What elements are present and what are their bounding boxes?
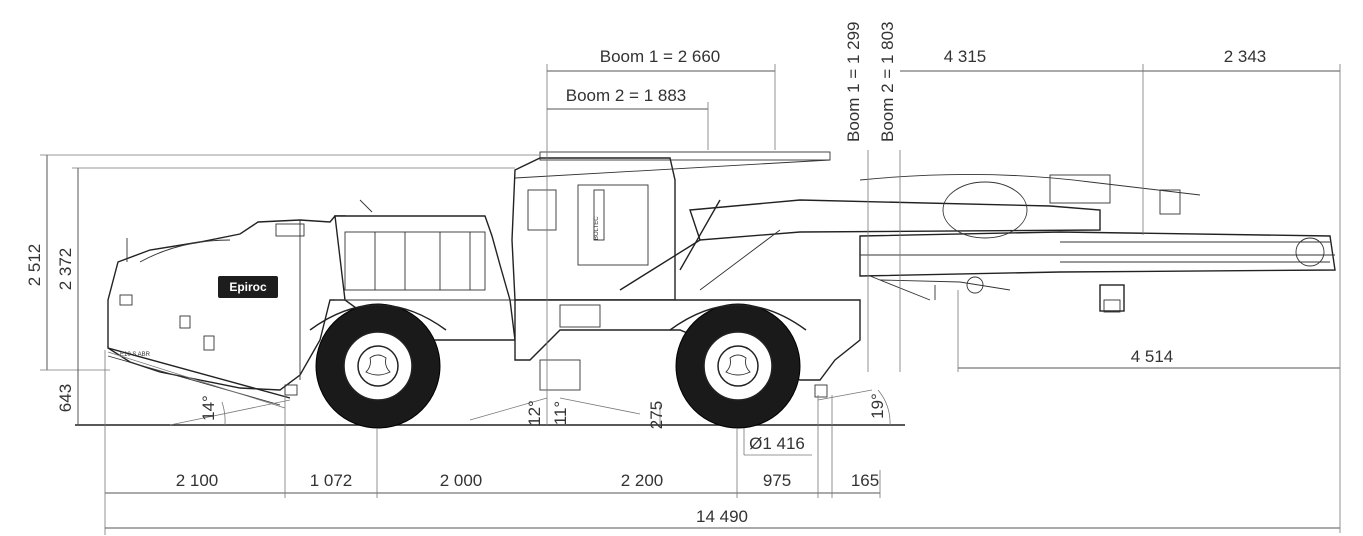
dim-boom2-length: Boom 2 = 1 883 [566, 86, 687, 105]
dim-seg-1072: 1 072 [310, 471, 353, 490]
dim-clearance-275: 275 [647, 401, 666, 429]
svg-text:Epiroc: Epiroc [229, 280, 267, 294]
rear-hood [107, 215, 346, 391]
dim-boom2-height: Boom 2 = 1 803 [878, 21, 897, 142]
dim-reach-4514: 4 514 [1131, 347, 1174, 366]
rear-chassis-line [107, 347, 291, 399]
dim-angle-11: 11° [551, 401, 570, 425]
dim-angle-12: 12° [525, 400, 544, 426]
dim-wheel-diameter: Ø1 416 [749, 434, 805, 453]
dim-boom1-length: Boom 1 = 2 660 [600, 47, 721, 66]
dimension-lines [40, 64, 1341, 535]
cabin-door [577, 184, 649, 266]
drill-rig: Epiroc E10 S ABR BOLTEC [75, 151, 1336, 429]
cabin-label: BOLTEC [594, 216, 600, 240]
dim-2343: 2 343 [1224, 47, 1267, 66]
roof-rail [539, 151, 831, 161]
dim-overall-length: 14 490 [696, 507, 748, 526]
dim-seg-2100: 2 100 [176, 471, 219, 490]
front-fender [669, 304, 807, 331]
dimension-labels: Boom 1 = 2 660 Boom 2 = 1 883 Boom 1 = 1… [25, 21, 1266, 526]
rear-fender [309, 304, 447, 331]
dim-seg-2200: 2 200 [621, 471, 664, 490]
dim-seg-975: 975 [763, 471, 791, 490]
drill-booms [619, 174, 1336, 313]
dim-seg-165: 165 [851, 471, 879, 490]
epiroc-logo: Epiroc [218, 276, 278, 298]
dim-angle-19: 19° [868, 393, 887, 419]
dim-643: 643 [56, 384, 75, 412]
front-wheel [675, 303, 801, 429]
front-stabilizer [814, 384, 828, 398]
dim-height-2372: 2 372 [56, 248, 75, 291]
dim-boom1-height: Boom 1 = 1 299 [844, 21, 863, 142]
model-plate: E10 S ABR [120, 352, 151, 358]
dim-4315: 4 315 [944, 47, 987, 66]
canopy-rail [514, 159, 831, 179]
operator-cabin [511, 157, 676, 301]
rear-stabilizer [284, 384, 298, 396]
dim-height-2512: 2 512 [25, 244, 44, 287]
dim-seg-2000: 2 000 [440, 471, 483, 490]
rear-wheel [315, 303, 441, 429]
dim-angle-14: 14° [199, 395, 218, 421]
